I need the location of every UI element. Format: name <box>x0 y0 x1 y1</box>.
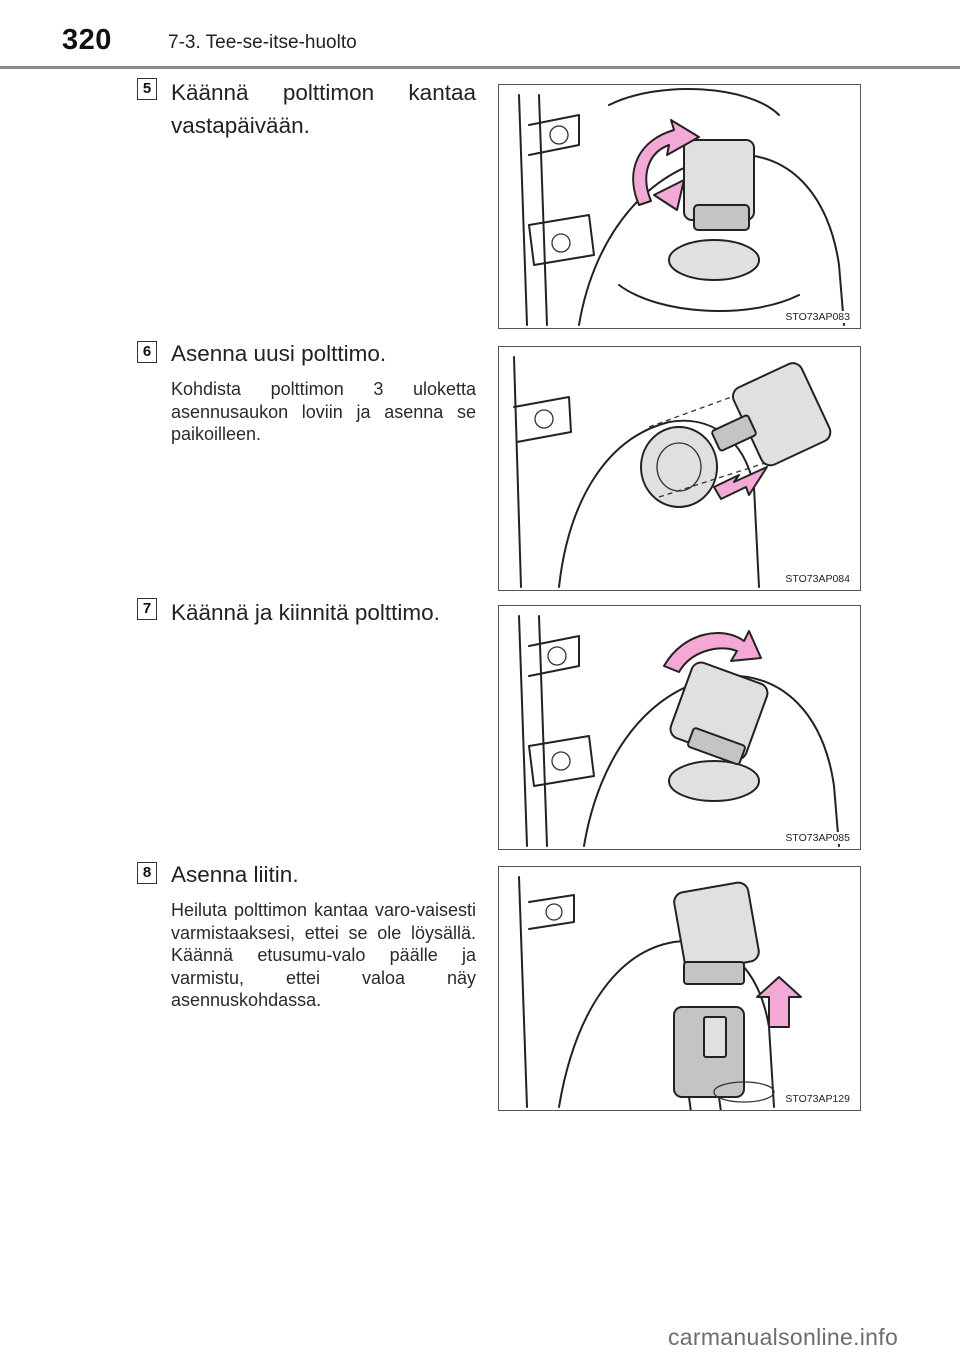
figure-code: STO73AP129 <box>783 1093 852 1105</box>
connector-install-illustration <box>518 876 802 1110</box>
step-illustration: STO73AP084 <box>498 346 861 591</box>
bulb-lock-illustration <box>518 615 840 847</box>
page-header: 320 7-3. Tee-se-itse-huolto <box>0 0 960 70</box>
bulb-insert-illustration <box>513 356 832 588</box>
watermark-link[interactable]: carmanualsonline.info <box>668 1324 899 1350</box>
step-illustration: STO73AP083 <box>498 84 861 329</box>
figure-code: STO73AP084 <box>783 573 852 585</box>
step-illustration: STO73AP085 <box>498 605 861 850</box>
step-description: Kohdista polttimon 3 uloketta asennusauk… <box>171 379 476 444</box>
figure-code: STO73AP083 <box>783 311 852 323</box>
step-number-badge: 8 <box>137 862 157 884</box>
step-title: Käännä ja kiinnitä polttimo. <box>171 600 440 625</box>
step-title-line: Käännä polttimon kantaa <box>171 80 476 105</box>
step-illustration: STO73AP129 <box>498 866 861 1111</box>
step-title-line: vastapäivään. <box>171 113 310 138</box>
step-title: Asenna uusi polttimo. <box>171 341 387 366</box>
step-number-badge: 5 <box>137 78 157 100</box>
step-title: Käännä polttimon kantaa vastapäivään. <box>171 76 476 142</box>
figure-code: STO73AP085 <box>783 832 852 844</box>
step-number-badge: 7 <box>137 598 157 620</box>
step-description: Heiluta polttimon kantaa varo-vaisesti v… <box>171 900 476 1010</box>
section-title: 7-3. Tee-se-itse-huolto <box>168 32 357 53</box>
bulb-socket-illustration <box>518 87 845 326</box>
step-number-badge: 6 <box>137 341 157 363</box>
step-title: Asenna liitin. <box>171 862 299 887</box>
header-divider <box>0 66 960 69</box>
page-number: 320 <box>62 24 112 56</box>
